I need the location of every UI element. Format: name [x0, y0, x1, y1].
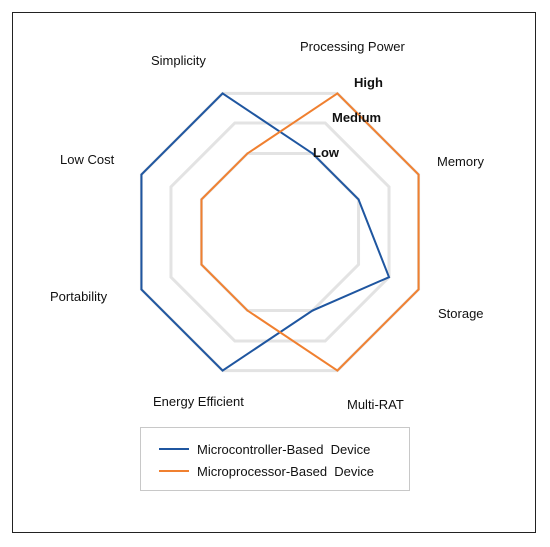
- radar-grid: [139, 91, 421, 373]
- series-line-microcontroller-based-device: [140, 92, 391, 372]
- legend: Microcontroller-Based Device Microproces…: [140, 427, 410, 491]
- grid-ring-medium: [169, 121, 391, 343]
- series-line-microprocessor-based-device: [200, 92, 420, 372]
- axis-label-low-cost: Low Cost: [60, 152, 115, 167]
- radar-series: [140, 92, 420, 372]
- axis-label-portability: Portability: [50, 289, 108, 304]
- legend-swatch-microprocessor: [159, 470, 189, 472]
- level-label-medium: Medium: [332, 110, 381, 125]
- axis-label-simplicity: Simplicity: [151, 53, 206, 68]
- legend-label-microprocessor: Microprocessor-Based Device: [197, 463, 375, 479]
- axis-label-memory: Memory: [437, 154, 484, 169]
- axis-label-storage: Storage: [438, 306, 484, 321]
- level-labels: Low Medium High: [313, 75, 383, 160]
- axis-label-processing-power: Processing Power: [300, 39, 405, 54]
- axis-label-multi-rat: Multi-RAT: [347, 397, 404, 412]
- level-label-high: High: [354, 75, 383, 90]
- level-label-low: Low: [313, 145, 340, 160]
- legend-label-microcontroller: Microcontroller-Based Device: [197, 441, 371, 457]
- axis-label-energy-efficient: Energy Efficient: [153, 394, 244, 409]
- legend-item-microcontroller: Microcontroller-Based Device: [159, 440, 370, 458]
- legend-swatch-microcontroller: [159, 448, 189, 450]
- legend-item-microprocessor: Microprocessor-Based Device: [159, 462, 374, 480]
- grid-ring-high: [139, 91, 421, 373]
